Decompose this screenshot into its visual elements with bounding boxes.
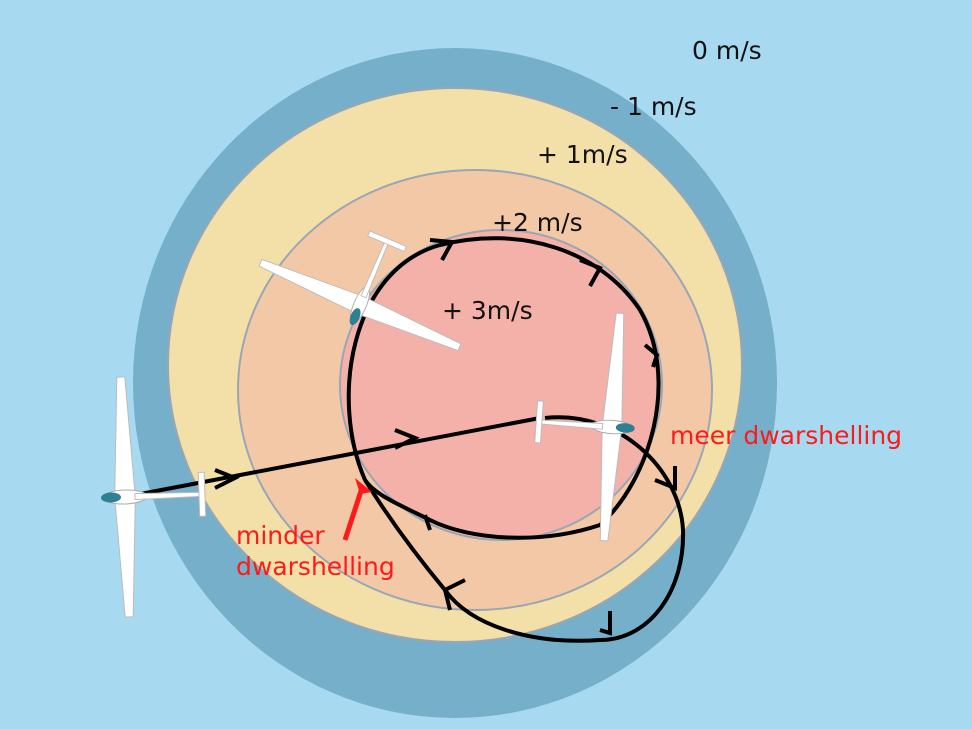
less-bank-arrow [342, 478, 372, 541]
label-more-bank: meer dwarshelling [670, 421, 903, 450]
label-zone-0: 0 m/s [692, 36, 762, 65]
direction-arrows [214, 238, 677, 636]
label-zone-plus3: + 3m/s [442, 296, 533, 325]
label-zone-plus1: + 1m/s [537, 140, 628, 169]
label-less-bank-1: minder [236, 521, 325, 550]
zone-plus3 [339, 229, 663, 541]
label-zone-minus1: - 1 m/s [610, 92, 697, 121]
label-zone-plus2: +2 m/s [492, 208, 583, 237]
label-less-bank-2: dwarshelling [236, 552, 395, 581]
